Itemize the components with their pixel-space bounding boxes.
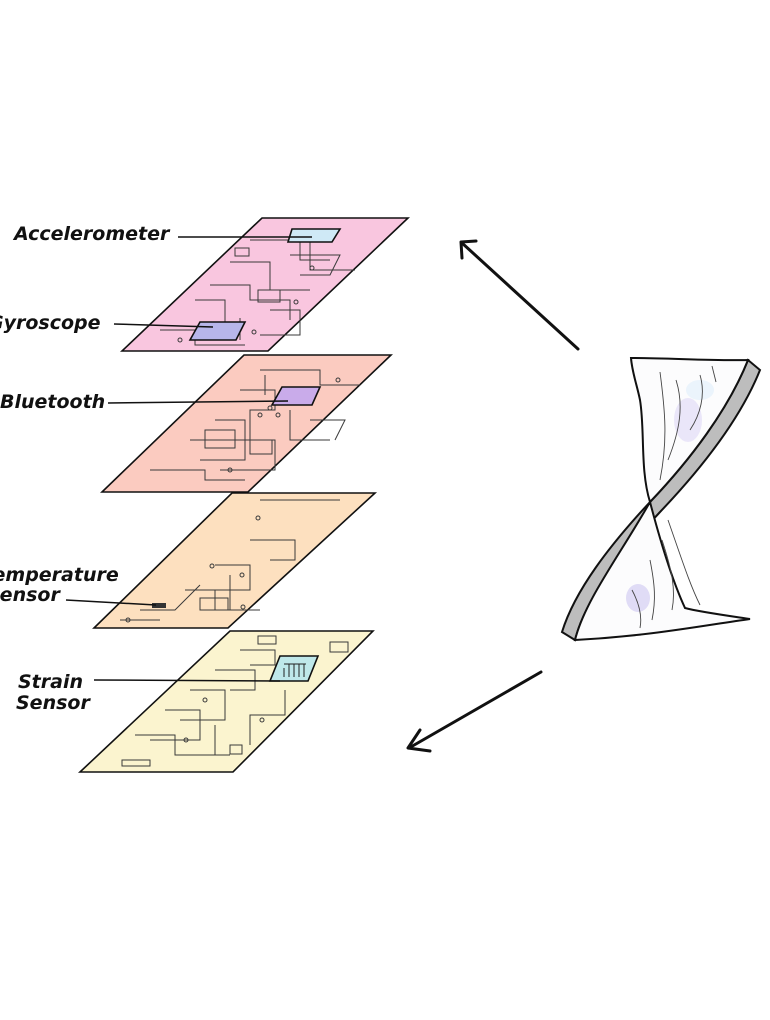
bluetooth-leader — [107, 400, 289, 404]
layer-4-strain — [77, 630, 375, 773]
label-accelerometer: Accelerometer — [12, 223, 312, 245]
layer-1-traces — [160, 239, 355, 346]
layer-4-board — [77, 630, 375, 773]
temperature-sensor-chip — [152, 603, 166, 608]
label-gyroscope: Gyroscope — [0, 312, 214, 334]
layer-3-temperature — [92, 492, 378, 629]
strain-sensor-chip — [268, 655, 320, 682]
accelerometer-label: Accelerometer — [12, 223, 171, 245]
gyroscope-label: Gyroscope — [0, 312, 101, 334]
layer-1-board — [119, 217, 411, 352]
arrow-down-left-icon — [406, 670, 543, 753]
layer-3-board — [92, 492, 378, 629]
bluetooth-label: Bluetooth — [0, 391, 105, 413]
layer-2-traces — [150, 369, 360, 481]
strain-label-line1: Strain — [18, 671, 83, 693]
strain-leader — [93, 679, 281, 682]
temperature-label-line1: Temperature — [0, 564, 119, 586]
strain-label-line2: Sensor — [16, 692, 91, 714]
temperature-label-line2: Sensor — [0, 584, 61, 606]
label-temperature-sensor: Temperature Sensor — [0, 564, 157, 606]
arrow-up-left-icon — [459, 239, 580, 351]
layer-4-traces — [121, 635, 349, 767]
accelerometer-chip — [286, 228, 342, 243]
gyroscope-chip — [188, 321, 247, 341]
device-lower-face — [573, 499, 751, 642]
label-strain-sensor: Strain Sensor — [16, 671, 281, 714]
layer-1-accelerometer-gyroscope — [119, 217, 411, 352]
label-bluetooth: Bluetooth — [0, 391, 289, 413]
layer-2-bluetooth — [100, 354, 393, 493]
layer-3-traces — [120, 499, 340, 623]
layer-2-board — [100, 354, 393, 493]
twisted-flexible-device-icon — [560, 356, 762, 642]
temperature-leader — [65, 599, 157, 606]
gyroscope-leader — [113, 323, 214, 328]
